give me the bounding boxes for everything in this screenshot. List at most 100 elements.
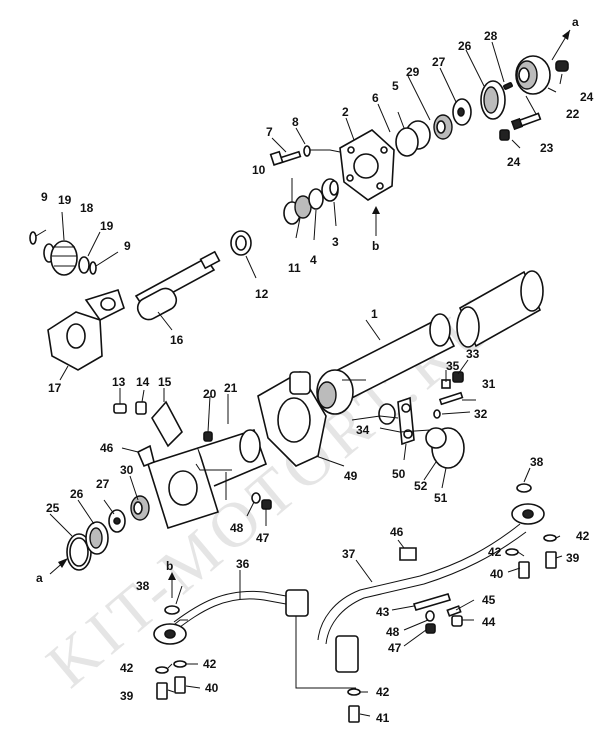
part-12-ring <box>230 230 252 256</box>
label-10: 10 <box>252 163 266 177</box>
label-6: 6 <box>372 91 379 105</box>
part-6-o-ring <box>395 127 419 157</box>
label-1: 1 <box>371 307 378 321</box>
label-27-b: 27 <box>96 477 110 491</box>
label-18: 18 <box>80 201 94 215</box>
label-13: 13 <box>112 375 126 389</box>
label-52: 52 <box>414 479 428 493</box>
label-34: 34 <box>356 423 370 437</box>
part-housing-flange <box>146 429 268 530</box>
part-49-bracket <box>257 370 327 467</box>
part-42-washer-d <box>543 534 557 542</box>
part-39-bolt-a <box>156 682 168 700</box>
label-43: 43 <box>376 605 390 619</box>
reference-arrow-a-top: a <box>551 15 579 61</box>
label-29: 29 <box>406 65 420 79</box>
label-9-a: 9 <box>41 190 48 204</box>
part-28-pin <box>503 82 513 90</box>
part-42-washer-b <box>173 660 187 668</box>
part-18-bushing <box>50 240 78 276</box>
part-40-bolt-a <box>174 676 186 694</box>
label-40-a: 40 <box>490 567 504 581</box>
label-19-a: 19 <box>58 193 72 207</box>
label-2: 2 <box>342 105 349 119</box>
label-45: 45 <box>482 593 496 607</box>
part-27-washer-2 <box>108 509 126 533</box>
reference-b-bottom: b <box>166 559 173 573</box>
label-15: 15 <box>158 375 172 389</box>
label-47-b: 47 <box>388 641 402 655</box>
label-39-b: 39 <box>120 689 134 703</box>
leader-lines <box>35 41 563 717</box>
label-38-a: 38 <box>530 455 544 469</box>
part-16-shaft <box>134 250 221 321</box>
part-43-clamp-plate <box>412 593 452 611</box>
part-14-spacer <box>135 401 147 415</box>
label-21: 21 <box>224 381 238 395</box>
label-27-a: 27 <box>432 55 446 69</box>
part-22-end-cap <box>515 55 551 95</box>
part-48-washer <box>251 492 261 504</box>
label-50: 50 <box>392 467 406 481</box>
part-36-tube <box>169 589 309 631</box>
label-40-b: 40 <box>205 681 219 695</box>
part-3-bushing <box>321 178 339 202</box>
label-46-b: 46 <box>100 441 114 455</box>
label-20: 20 <box>203 387 217 401</box>
part-41-bolt <box>348 705 360 723</box>
part-46-clamp-2 <box>399 547 417 561</box>
label-39-a: 39 <box>566 551 580 565</box>
label-3: 3 <box>332 235 339 249</box>
part-48-washer-2 <box>425 610 435 622</box>
label-16: 16 <box>170 333 184 347</box>
label-38-b: 38 <box>136 579 150 593</box>
reference-arrow-b-bottom: b <box>166 559 176 598</box>
label-48-b: 48 <box>386 625 400 639</box>
label-25: 25 <box>46 501 60 515</box>
part-51-bushing <box>425 427 465 469</box>
part-8-washer <box>303 145 311 157</box>
label-28: 28 <box>484 29 498 43</box>
part-13-bolt <box>113 403 127 414</box>
part-42-washer-e <box>347 688 361 696</box>
part-38-o-ring <box>164 605 180 615</box>
part-27-washer <box>452 98 472 126</box>
label-24-b: 24 <box>580 90 594 104</box>
label-17: 17 <box>48 381 62 395</box>
part-9-snap-ring <box>29 231 37 245</box>
part-44-bolt <box>451 615 463 627</box>
part-31-bolt <box>438 391 464 406</box>
part-34-ring <box>378 403 396 425</box>
part-9-snap-ring-2 <box>89 261 97 275</box>
label-42-b: 42 <box>576 529 590 543</box>
label-8: 8 <box>292 115 299 129</box>
label-42-e: 42 <box>376 685 390 699</box>
reference-a-bottom: a <box>36 571 43 585</box>
label-7: 7 <box>266 125 273 139</box>
part-26-bearing-ring-2 <box>85 521 109 555</box>
label-49: 49 <box>344 469 358 483</box>
reference-b-top: b <box>372 239 379 253</box>
label-42-c: 42 <box>120 661 134 675</box>
label-12: 12 <box>255 287 269 301</box>
label-26-a: 26 <box>458 39 472 53</box>
part-19-o-ring-2 <box>78 256 90 274</box>
part-23-grease-fitting <box>510 112 542 131</box>
part-45-spacer <box>446 605 462 617</box>
label-5: 5 <box>392 79 399 93</box>
part-24-plug <box>555 60 569 72</box>
label-23: 23 <box>540 141 554 155</box>
label-22: 22 <box>566 107 580 121</box>
label-31: 31 <box>482 377 496 391</box>
part-39-bolt-b <box>545 551 557 569</box>
label-48-a: 48 <box>230 521 244 535</box>
part-25-ring <box>66 533 92 571</box>
part-30-bushing <box>130 495 150 521</box>
part-15-plate <box>151 400 183 448</box>
label-44: 44 <box>482 615 496 629</box>
part-4-seal <box>308 188 324 210</box>
label-4: 4 <box>310 253 317 267</box>
part-47-bolt <box>261 499 272 510</box>
part-47-bolt-2 <box>425 623 436 634</box>
